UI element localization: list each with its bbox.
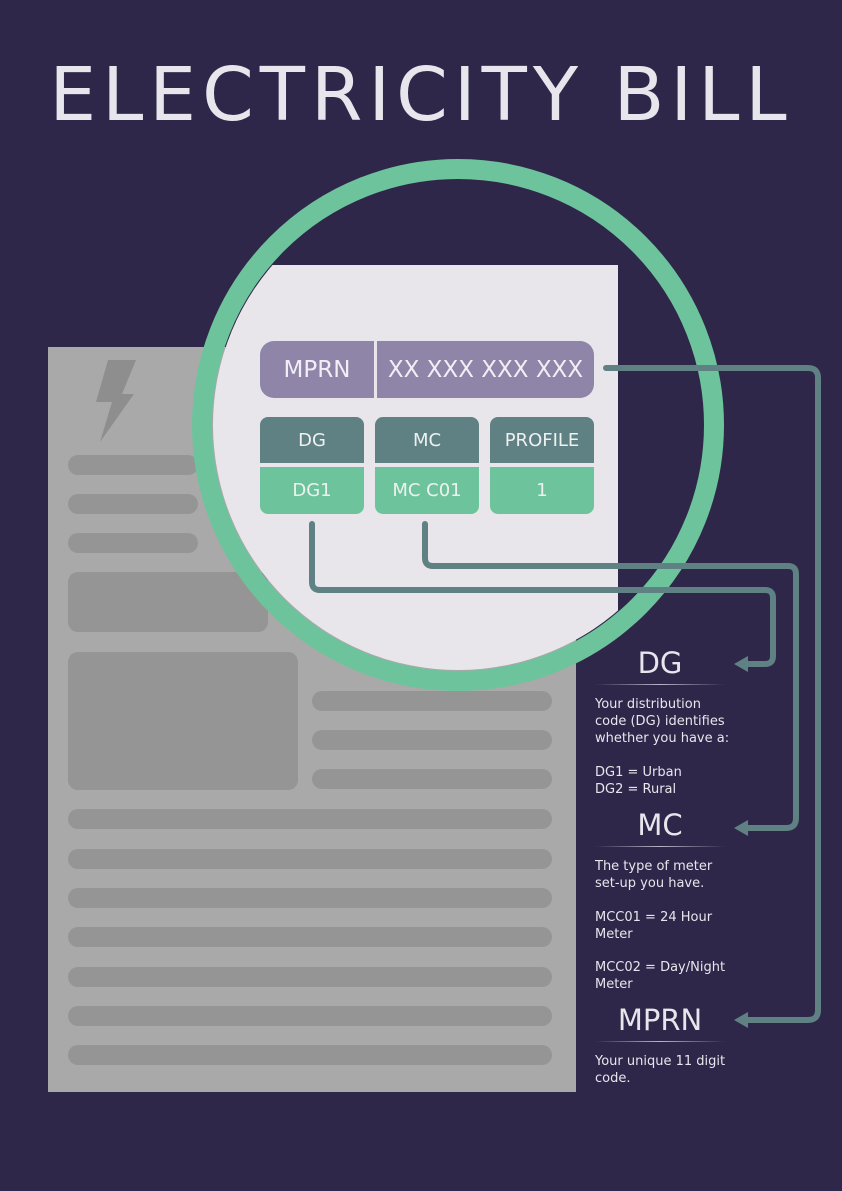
- dg-underline: [595, 684, 725, 685]
- mprn-description: Your unique 11 digit code.: [595, 1054, 726, 1086]
- mprn-value: XX XXX XXX XXX: [377, 341, 594, 398]
- mprn-underline: [595, 1041, 725, 1042]
- mc-underline: [595, 846, 725, 847]
- mc-description: The type of meter set-up you have.: [595, 859, 713, 891]
- dg-option-1: DG1 = Urban: [595, 765, 682, 780]
- profile-value: 1: [490, 467, 594, 514]
- arrow-mprn: [734, 1012, 748, 1028]
- mc-header: MC: [375, 417, 479, 463]
- mprn-heading: MPRN: [617, 1003, 703, 1037]
- arrow-dg: [734, 656, 748, 672]
- mprn-label: MPRN: [260, 341, 374, 398]
- magnifier-ring: [192, 159, 724, 691]
- lightning-bolt-icon: [96, 360, 136, 442]
- dg-description: Your distribution code (DG) identifies w…: [595, 697, 730, 746]
- arrow-mc: [734, 820, 748, 836]
- dg-header: DG: [260, 417, 364, 463]
- connector-dg: [309, 521, 776, 667]
- mc-option-2: MCC02 = Day/Night Meter: [595, 960, 726, 992]
- page-title: ELECTRICITY BILL: [49, 52, 793, 138]
- mc-option-1: MCC01 = 24 Hour Meter: [595, 910, 713, 942]
- profile-header: PROFILE: [490, 417, 594, 463]
- connector-mc: [422, 521, 799, 831]
- dg-option-2: DG2 = Rural: [595, 782, 677, 797]
- mc-value: MC C01: [375, 467, 479, 514]
- dg-value: DG1: [260, 467, 364, 514]
- dg-heading: DG: [637, 646, 683, 680]
- connector-mprn: [603, 365, 821, 1023]
- mc-heading: MC: [637, 808, 683, 842]
